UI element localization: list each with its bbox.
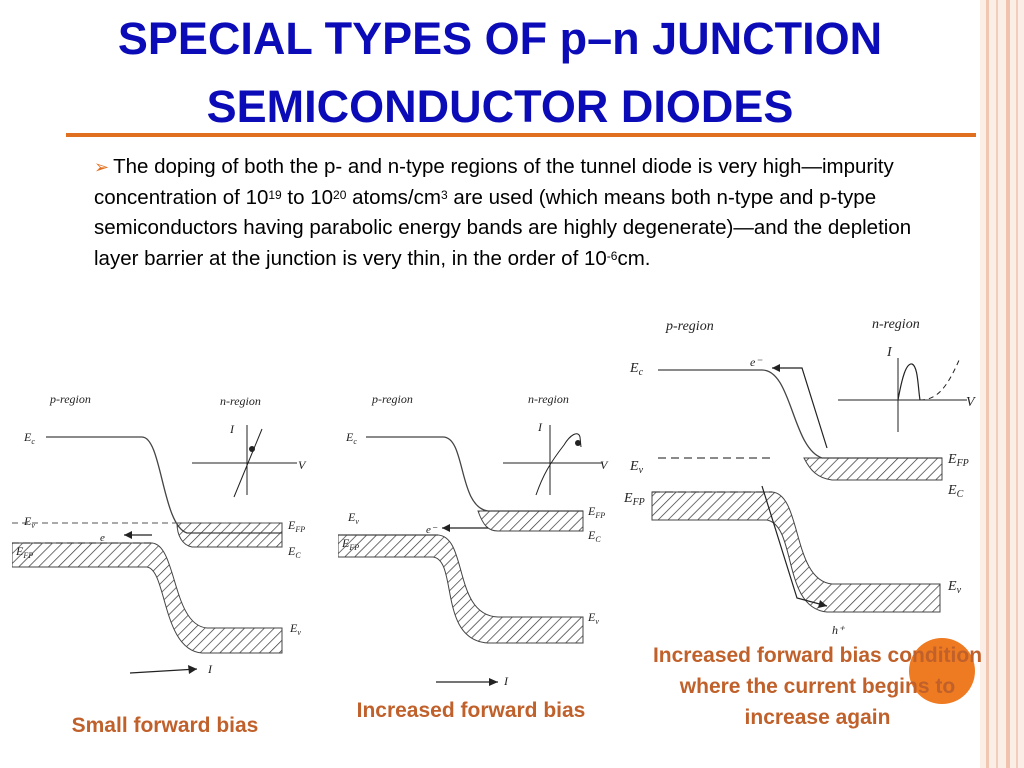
- exponent-20: 20: [333, 187, 347, 202]
- svg-text:Ev: Ev: [947, 579, 962, 596]
- svg-text:EFP: EFP: [287, 518, 305, 534]
- svg-text:EC: EC: [587, 528, 601, 544]
- svg-text:Ec: Ec: [629, 361, 644, 378]
- slide-title-line-2: SEMICONDUCTOR DIODES: [206, 81, 794, 132]
- svg-text:I: I: [537, 420, 543, 434]
- svg-text:EFP: EFP: [947, 452, 969, 469]
- svg-text:n-region: n-region: [220, 394, 261, 408]
- caption-increased-forward-bias: Increased forward bias: [356, 699, 586, 722]
- decorative-side-stripes: [980, 0, 1024, 768]
- svg-text:e⁻: e⁻: [750, 355, 763, 369]
- svg-text:Ev: Ev: [629, 459, 644, 476]
- svg-text:I: I: [503, 674, 509, 688]
- bullet-text-3: atoms/cm: [346, 185, 441, 209]
- svg-text:Ev: Ev: [347, 510, 359, 526]
- bullet-text-4: are used (which means both n-type and p-…: [94, 185, 912, 270]
- svg-text:I: I: [207, 662, 213, 676]
- svg-text:n-region: n-region: [528, 392, 569, 406]
- svg-text:Ev: Ev: [587, 610, 599, 626]
- svg-text:I: I: [886, 345, 893, 360]
- exponent-19: 19: [268, 187, 282, 202]
- slide-title-line-1: SPECIAL TYPES OF p–n JUNCTION: [117, 13, 883, 64]
- svg-text:p-region: p-region: [665, 319, 714, 334]
- band-diagram-small-forward-bias: p-region n-region Ec Ev EFP EFP EC Ev e …: [12, 392, 307, 676]
- svg-text:I: I: [229, 422, 235, 436]
- svg-text:V: V: [966, 395, 976, 410]
- band-diagram-current-increases-again: p-region n-region Ec e⁻ Ev EFP h⁺ EFP EC…: [623, 317, 976, 636]
- exponent-3: 3: [440, 187, 448, 202]
- svg-text:h⁺: h⁺: [832, 623, 846, 636]
- svg-text:e: e: [100, 532, 105, 544]
- bullet-arrow-icon: ➢: [94, 157, 110, 177]
- bullet-text-5: cm.: [617, 246, 651, 270]
- title-underline: [66, 133, 976, 137]
- svg-text:EC: EC: [287, 544, 301, 560]
- svg-text:V: V: [600, 458, 609, 472]
- svg-text:EFP: EFP: [587, 504, 605, 520]
- svg-text:Ev: Ev: [289, 621, 301, 637]
- svg-text:p-region: p-region: [49, 392, 91, 406]
- svg-text:p-region: p-region: [371, 392, 413, 406]
- decorative-orange-circle: [909, 638, 975, 704]
- exponent-minus-6: -6: [606, 248, 618, 263]
- bullet-text-1: The doping of both the p- and n-type reg…: [94, 155, 894, 209]
- caption-current-increases-again: Increased forward bias condition where t…: [652, 644, 983, 729]
- svg-text:n-region: n-region: [872, 317, 920, 332]
- svg-text:Ev: Ev: [23, 514, 35, 530]
- bullet-text-2: to 10: [281, 185, 334, 209]
- svg-text:Ec: Ec: [345, 430, 357, 446]
- svg-text:e⁻: e⁻: [426, 524, 438, 536]
- caption-small-forward-bias: Small forward bias: [71, 714, 259, 737]
- svg-text:V: V: [298, 458, 307, 472]
- bullet-paragraph: ➢The doping of both the p- and n-type re…: [94, 152, 914, 274]
- svg-text:Ec: Ec: [23, 430, 35, 446]
- svg-text:EC: EC: [947, 483, 964, 500]
- band-diagram-increased-forward-bias: p-region n-region Ec Ev EFP EFP EC Ev e⁻…: [338, 392, 609, 688]
- svg-text:EFP: EFP: [623, 491, 645, 508]
